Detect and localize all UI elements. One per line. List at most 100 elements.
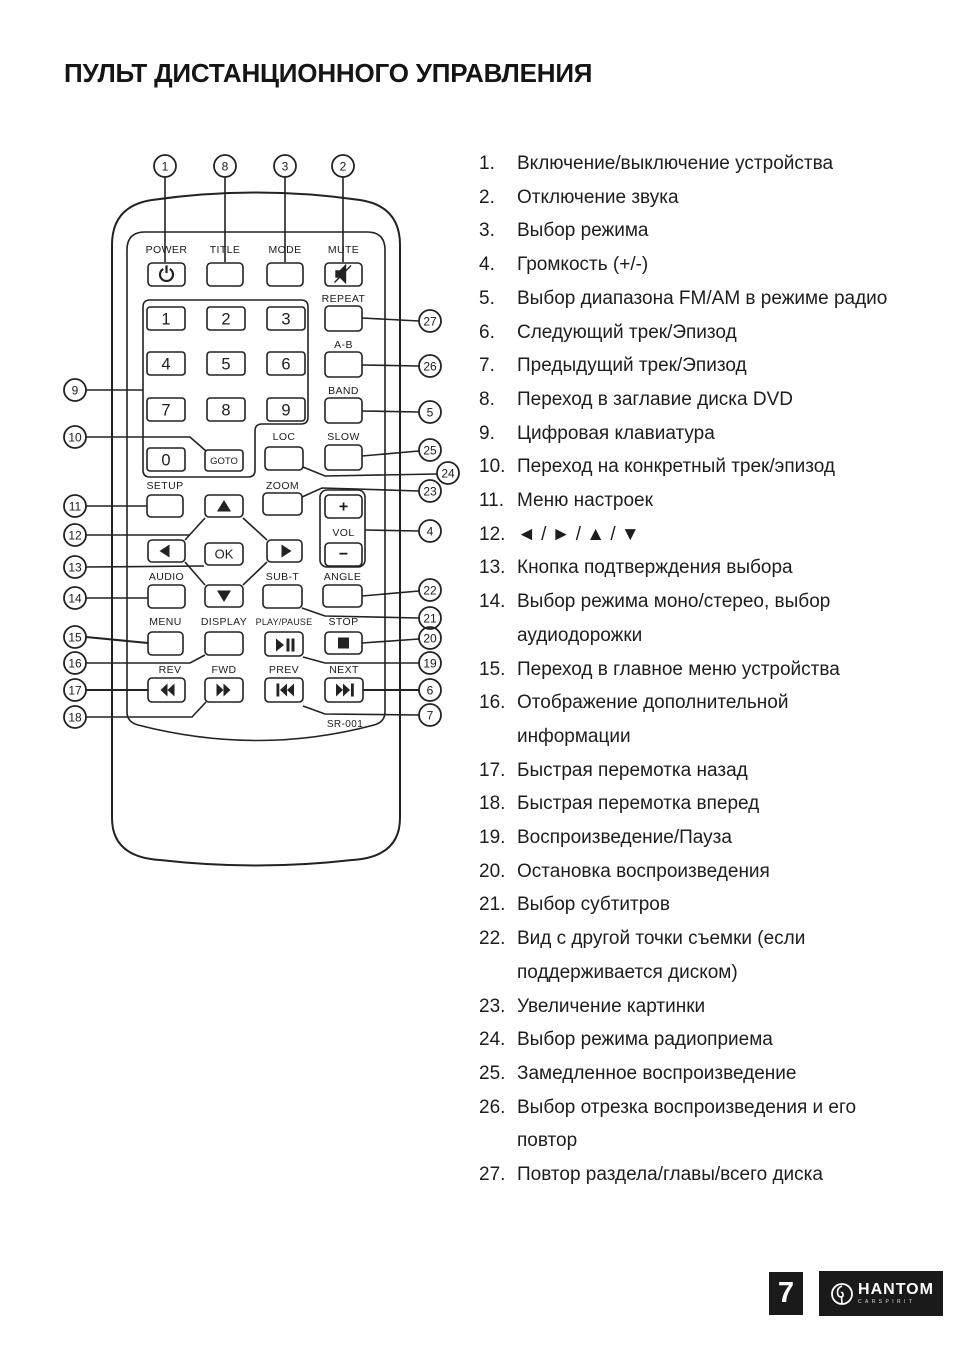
callout-line xyxy=(361,450,420,457)
arrow-up-icon xyxy=(217,500,231,512)
next-icon xyxy=(336,683,354,697)
list-item: 24.Выбор режима радиоприема xyxy=(479,1029,773,1051)
repeat-button xyxy=(324,305,363,332)
vol-label: VOL xyxy=(332,527,354,539)
list-item: 19.Воспроизведение/Пауза xyxy=(479,827,732,849)
callout-17-num: 17 xyxy=(68,684,82,698)
callout-17 xyxy=(63,678,87,702)
callout-12-num: 12 xyxy=(68,529,82,543)
mute-button xyxy=(324,262,363,287)
list-item: 21.Выбор субтитров xyxy=(479,894,670,916)
digit-0-button xyxy=(146,447,186,472)
callout-7-num: 7 xyxy=(427,709,434,723)
list-item: 4.Громкость (+/-) xyxy=(479,254,649,276)
slow-label: SLOW xyxy=(327,431,360,443)
dpad-frame-line xyxy=(242,517,268,541)
callout-3-num: 3 xyxy=(282,160,289,174)
callout-6 xyxy=(418,678,442,702)
digit-0: 0 xyxy=(161,452,170,470)
loc-label: LOC xyxy=(273,431,296,443)
list-item: 20.Остановка воспроизведения xyxy=(479,860,770,882)
callout-line xyxy=(302,466,438,477)
callout-14 xyxy=(63,586,87,610)
digit-2: 2 xyxy=(221,311,230,329)
digit-6-button xyxy=(266,351,306,376)
callout-6-num: 6 xyxy=(427,684,434,698)
callout-8 xyxy=(213,154,237,178)
callout-2-num: 2 xyxy=(340,160,347,174)
digit-2-button xyxy=(206,306,246,331)
list-item: 17.Быстрая перемотка назад xyxy=(479,759,748,781)
digit-9: 9 xyxy=(281,402,290,420)
callout-27-num: 27 xyxy=(423,315,437,329)
repeat-label: REPEAT xyxy=(322,293,366,305)
angle-label: ANGLE xyxy=(324,571,362,583)
callout-line xyxy=(361,590,420,597)
callout-25 xyxy=(418,438,442,462)
dpad-left-button xyxy=(147,539,186,563)
callout-18-num: 18 xyxy=(68,711,82,725)
callout-5-num: 5 xyxy=(427,406,434,420)
dpad-right-button xyxy=(266,539,303,563)
rev-icon xyxy=(160,683,175,697)
display-label: DISPLAY xyxy=(201,616,247,628)
callout-line xyxy=(85,565,205,568)
ab-button xyxy=(324,351,363,378)
callout-19 xyxy=(418,651,442,675)
callout-5 xyxy=(418,400,442,424)
callout-21 xyxy=(418,606,442,630)
slow-button xyxy=(324,444,363,471)
vol-minus-button xyxy=(324,542,363,567)
digit-8: 8 xyxy=(221,402,230,420)
arrow-down-icon xyxy=(217,590,231,602)
list-item: 25.Замедленное воспроизведение xyxy=(479,1062,797,1084)
list-item: 10.Переход на конкретный трек/эпизод xyxy=(479,456,835,478)
stop-icon xyxy=(338,637,349,649)
brand-subtitle: CARSPIRIT xyxy=(858,1299,916,1305)
callout-9-num: 9 xyxy=(72,384,79,398)
callout-3 xyxy=(273,154,297,178)
callout-10 xyxy=(63,425,87,449)
callout-21-num: 21 xyxy=(423,612,437,626)
phantom-mask-icon xyxy=(831,1282,853,1305)
playpause-label: PLAY/PAUSE xyxy=(256,617,313,627)
brand-name: HANTOM xyxy=(858,1281,934,1298)
remote-outer-shell xyxy=(111,191,401,867)
goto-label: GOTO xyxy=(210,456,238,467)
dpad-up-button xyxy=(204,494,244,518)
mute-label: MUTE xyxy=(328,244,359,256)
angle-button xyxy=(322,584,363,608)
callout-26 xyxy=(418,354,442,378)
list-item: 27.Повтор раздела/главы/всего диска xyxy=(479,1164,823,1186)
digit-1: 1 xyxy=(161,311,170,329)
callout-4 xyxy=(418,519,442,543)
callout-20-num: 20 xyxy=(423,632,437,646)
power-label: POWER xyxy=(146,244,188,256)
callout-10-num: 10 xyxy=(68,431,82,445)
loc-button xyxy=(264,446,304,471)
callout-line xyxy=(361,638,420,644)
list-item: 15.Переход в главное меню устройства xyxy=(479,658,840,680)
callout-15-num: 15 xyxy=(68,631,82,645)
list-item: 11.Меню настроек xyxy=(479,490,653,512)
list-item: 7.Предыдущий трек/Эпизод xyxy=(479,355,747,377)
callout-23 xyxy=(418,479,442,503)
callout-27 xyxy=(418,309,442,333)
volume-panel xyxy=(319,489,366,568)
digit-6: 6 xyxy=(281,356,290,374)
callout-11-num: 11 xyxy=(69,500,82,514)
list-item: 5.Выбор диапазона FM/AM в режиме радио xyxy=(479,287,888,309)
digit-8-button xyxy=(206,397,246,422)
callout-2 xyxy=(331,154,355,178)
list-item: 1.Включение/выключение устройства xyxy=(479,153,834,174)
audio-label: AUDIO xyxy=(149,571,184,583)
fwd-icon xyxy=(216,683,231,697)
callout-line xyxy=(302,656,419,664)
page-number: 7 xyxy=(777,1277,795,1309)
band-label: BAND xyxy=(328,385,359,397)
callout-22-num: 22 xyxy=(423,584,437,598)
list-item: 9.Цифровая клавиатура xyxy=(479,422,715,444)
